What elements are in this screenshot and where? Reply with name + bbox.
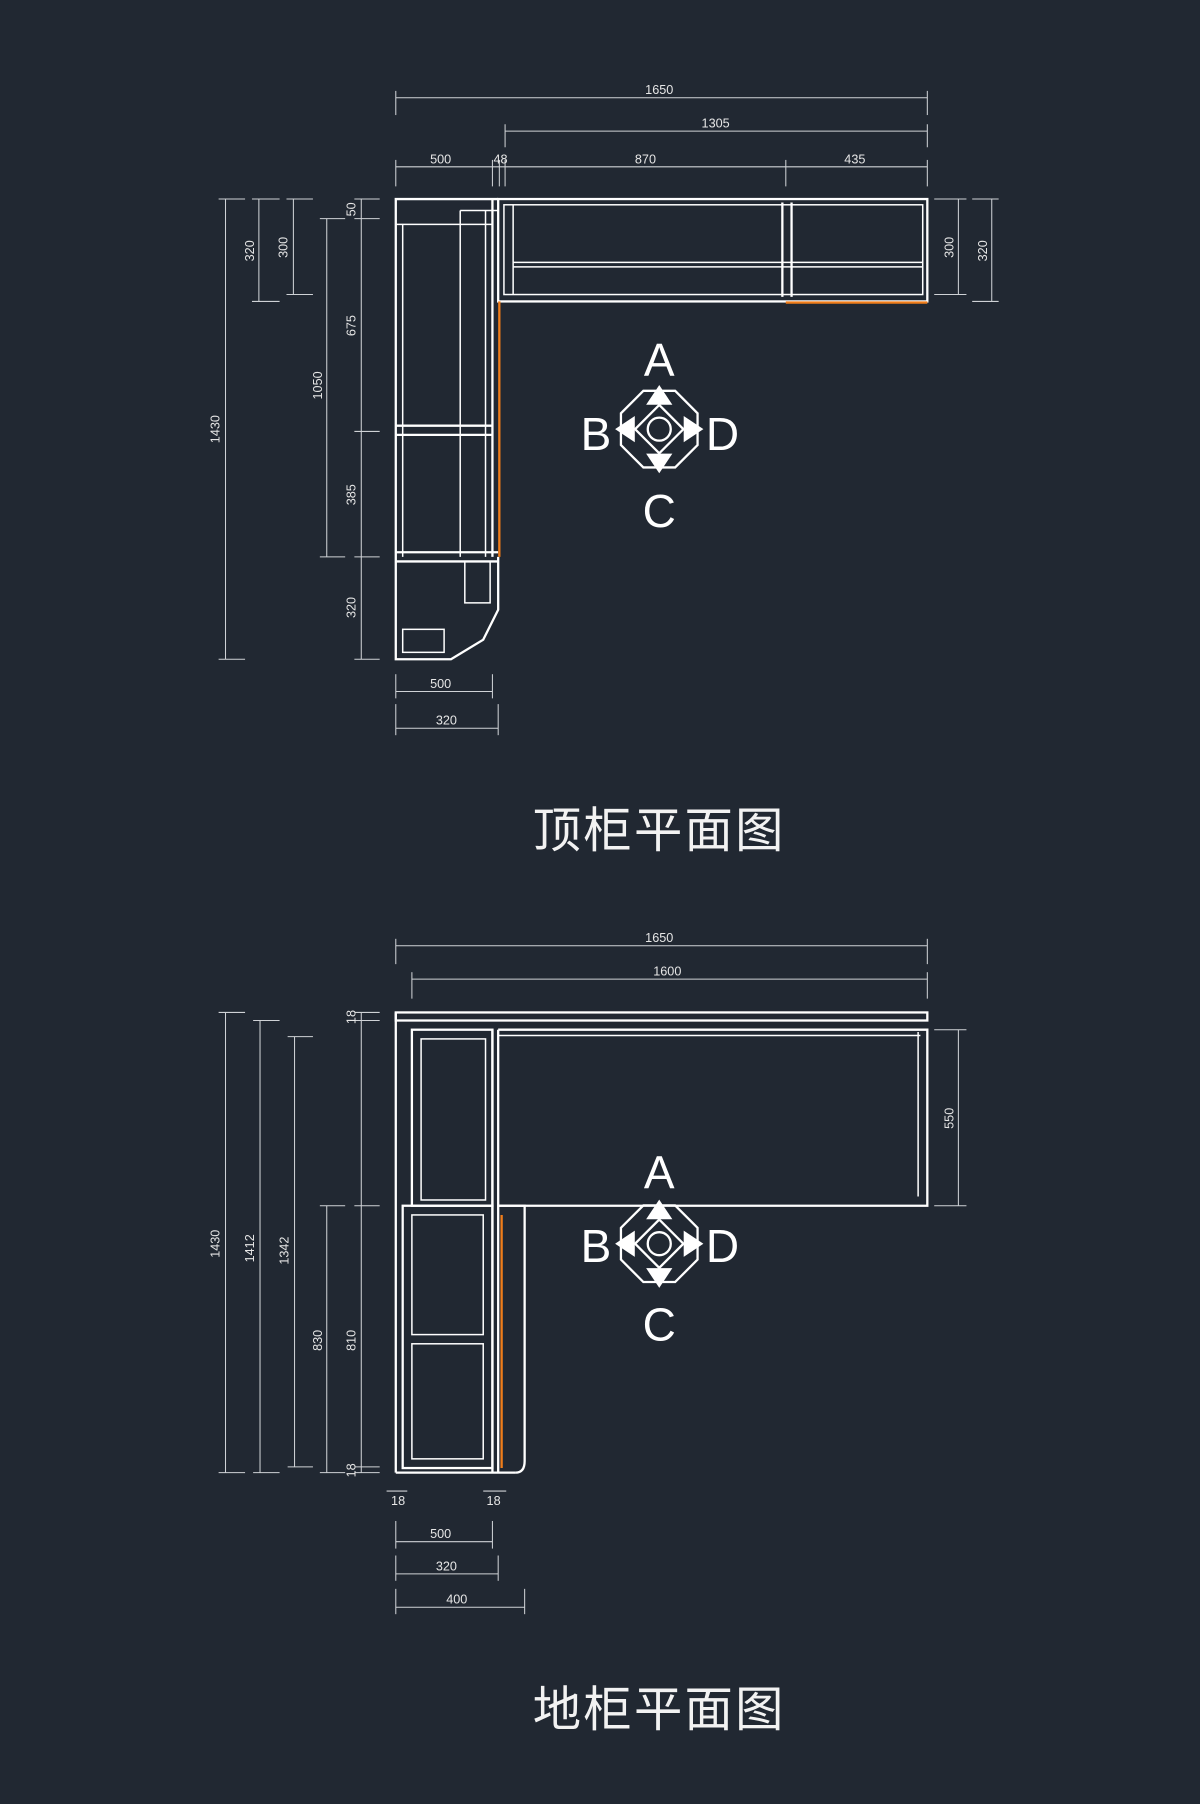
- lower-compartment: [411, 1214, 484, 1336]
- countertop-back-edge: [394, 1011, 929, 1022]
- compass-label-d: D: [706, 408, 739, 460]
- arrow-left-icon: [615, 416, 635, 443]
- dim-label-320: 320: [344, 597, 358, 618]
- arrow-right-icon: [683, 1230, 704, 1257]
- upper-section-inner: [420, 1038, 487, 1201]
- arrow-up-icon: [646, 385, 673, 405]
- compass-icon: A B D C: [581, 334, 740, 537]
- dim-label-inner-width: 1600: [653, 965, 681, 979]
- top-plan-title: 顶柜平面图: [533, 805, 786, 858]
- dim-label-550: 550: [943, 1108, 957, 1129]
- dim-label-675: 675: [344, 315, 358, 336]
- dim-label-18-bottom: 18: [344, 1463, 358, 1477]
- dim-label-320: 320: [436, 1559, 457, 1573]
- side-extension: [498, 1204, 526, 1474]
- dim-label-18-top: 18: [344, 1010, 358, 1024]
- dim-label-1430: 1430: [209, 1230, 223, 1258]
- dim-label-1342: 1342: [278, 1237, 292, 1265]
- dim-label-left-320: 320: [243, 240, 257, 261]
- arrow-down-icon: [646, 1268, 673, 1288]
- compass-icon: A B D C: [581, 1146, 740, 1350]
- bottom-plan: 1650 1600 1430 1412 1342 830 18 810 18 5…: [209, 931, 967, 1737]
- lower-compartment: [411, 1343, 484, 1460]
- dim-label-400: 400: [446, 1593, 467, 1607]
- dim-label-total-width: 1650: [645, 83, 673, 97]
- arrow-down-icon: [646, 453, 673, 474]
- dim-label-500: 500: [430, 1527, 451, 1541]
- compass-label-c: C: [643, 485, 676, 537]
- corner-detail-box: [464, 560, 491, 604]
- upper-section: [410, 1028, 494, 1207]
- top-cabinet-outline: [394, 197, 929, 661]
- lower-section: [401, 1204, 494, 1470]
- top-plan: 1650 1305 500 48 870 435 1430 320 300 10…: [209, 83, 999, 858]
- dim-label-bottom-320: 320: [436, 714, 457, 728]
- dim-label-435: 435: [844, 152, 865, 166]
- compass-octagon: [619, 1204, 699, 1284]
- compass-label-b: B: [581, 408, 612, 460]
- dim-label-18-right: 18: [487, 1494, 501, 1508]
- top-run-outline: [497, 197, 929, 303]
- dim-label-1050: 1050: [311, 371, 325, 399]
- dim-label-810: 810: [344, 1330, 358, 1351]
- compass-center-circle: [646, 416, 672, 442]
- dim-label-total-depth: 1430: [209, 415, 223, 443]
- bottom-plan-dimension-lines: [218, 938, 967, 1615]
- arrow-right-icon: [683, 416, 704, 443]
- compass-label-c: C: [643, 1298, 676, 1350]
- compass-center-circle: [646, 1231, 672, 1257]
- dim-label-1412: 1412: [243, 1234, 257, 1262]
- dim-label-830: 830: [311, 1330, 325, 1351]
- dim-label-870: 870: [635, 152, 656, 166]
- compass-diamond: [633, 403, 686, 455]
- compass-diamond: [633, 1217, 686, 1270]
- compass-label-a: A: [644, 1146, 675, 1198]
- dim-label-upper-run: 1305: [702, 117, 730, 131]
- bottom-plan-dimension-labels: 1650 1600 1430 1412 1342 830 18 810 18 5…: [209, 931, 957, 1607]
- compass-octagon: [619, 389, 699, 469]
- dim-label-bottom-500: 500: [430, 677, 451, 691]
- dim-label-48: 48: [493, 152, 507, 166]
- dim-label-18-left: 18: [391, 1494, 405, 1508]
- dim-label-total-width: 1650: [645, 931, 673, 945]
- top-plan-dimension-lines: [218, 90, 999, 736]
- arrow-left-icon: [615, 1230, 635, 1257]
- dim-label-right-300: 300: [943, 237, 957, 258]
- top-run-outline: [498, 1028, 929, 1207]
- compass-label-b: B: [581, 1220, 612, 1272]
- dim-label-385: 385: [344, 484, 358, 505]
- dim-label-left-300: 300: [277, 237, 291, 258]
- left-column-outline: [394, 197, 500, 661]
- arrow-up-icon: [646, 1199, 673, 1220]
- compass-label-d: D: [706, 1220, 739, 1272]
- bottom-plan-title: 地柜平面图: [533, 1684, 786, 1737]
- dim-label-500: 500: [430, 152, 451, 166]
- top-plan-dimension-labels: 1650 1305 500 48 870 435 1430 320 300 10…: [209, 83, 990, 727]
- top-run-inner: [503, 204, 924, 296]
- dim-label-50: 50: [344, 202, 358, 216]
- bottom-cabinet-outline: [394, 1011, 929, 1474]
- compass-label-a: A: [644, 334, 675, 386]
- dim-label-right-320: 320: [976, 240, 990, 261]
- corner-detail-box: [401, 628, 445, 654]
